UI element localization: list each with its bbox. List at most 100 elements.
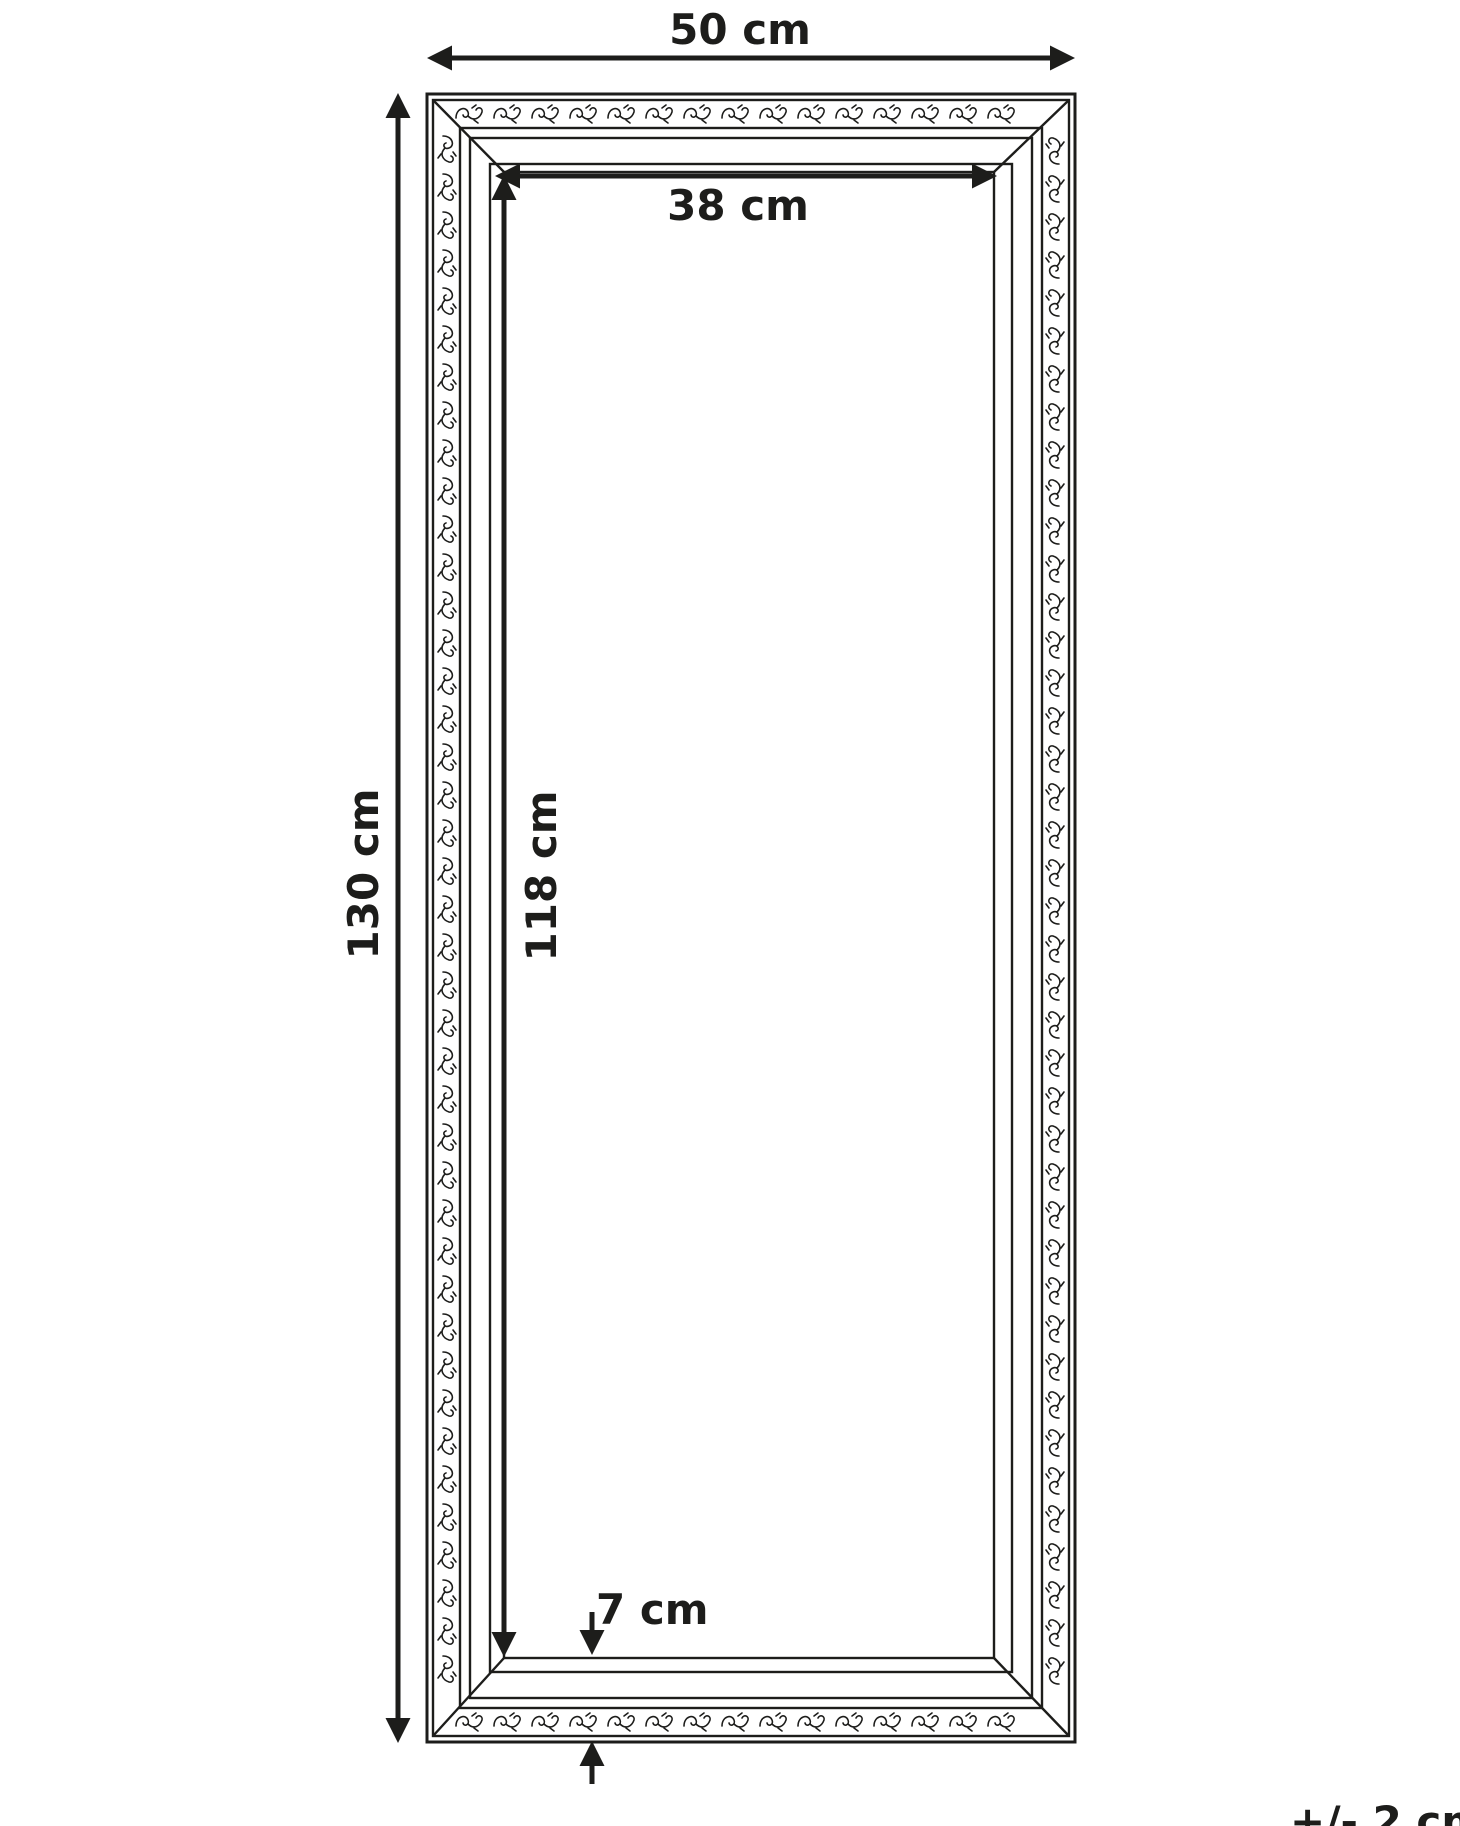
scroll-ornament [437, 1275, 457, 1303]
scroll-ornament [873, 1712, 901, 1732]
scroll-ornament [607, 104, 635, 124]
scroll-ornament [1045, 365, 1065, 393]
mitre-corner-br [993, 1657, 1070, 1737]
scroll-ornament [1045, 1087, 1065, 1115]
scroll-ornament [437, 591, 457, 619]
scroll-ornament [1045, 707, 1065, 735]
ornament-band-left [437, 135, 457, 1683]
scroll-ornament [437, 705, 457, 733]
scroll-ornament [437, 1313, 457, 1341]
scroll-ornament [493, 1712, 521, 1732]
scroll-ornament [1045, 859, 1065, 887]
scroll-ornament [437, 933, 457, 961]
scroll-ornament [437, 439, 457, 467]
scroll-ornament [437, 249, 457, 277]
scroll-ornament [1045, 1239, 1065, 1267]
scroll-ornament [1045, 1467, 1065, 1495]
scroll-ornament [437, 1351, 457, 1379]
scroll-ornament [437, 135, 457, 163]
scroll-ornament [437, 1123, 457, 1151]
scroll-ornament [437, 211, 457, 239]
scroll-ornament [1045, 1505, 1065, 1533]
ornament-band-inner-edge [458, 126, 1044, 1710]
scroll-ornament [797, 104, 825, 124]
scroll-ornament [437, 1579, 457, 1607]
scroll-ornament [1045, 403, 1065, 431]
scroll-ornament [1045, 1391, 1065, 1419]
scroll-ornament [437, 287, 457, 315]
mitre-corner-tr [993, 99, 1070, 173]
scroll-ornament [1045, 137, 1065, 165]
scroll-ornament [1045, 1201, 1065, 1229]
scroll-ornament [437, 895, 457, 923]
scroll-ornament [437, 1503, 457, 1531]
scroll-ornament [1045, 1125, 1065, 1153]
frame-inner-edge [488, 162, 1014, 1674]
scroll-ornament [437, 1541, 457, 1569]
scroll-ornament [531, 1712, 559, 1732]
scroll-ornament [949, 104, 977, 124]
scroll-ornament [987, 104, 1015, 124]
scroll-ornament [949, 1712, 977, 1732]
scroll-ornament [607, 1712, 635, 1732]
scroll-ornament [1045, 213, 1065, 241]
scroll-ornament [437, 325, 457, 353]
scroll-ornament [437, 363, 457, 391]
scroll-ornament [1045, 1353, 1065, 1381]
scroll-ornament [569, 104, 597, 124]
frame-edge-2 [431, 98, 1071, 1738]
scroll-ornament [1045, 1619, 1065, 1647]
scroll-ornament [437, 781, 457, 809]
scroll-ornament [1045, 1581, 1065, 1609]
scroll-ornament [911, 1712, 939, 1732]
scroll-ornament [569, 1712, 597, 1732]
scroll-ornament [437, 1465, 457, 1493]
scroll-ornament [1045, 593, 1065, 621]
scroll-ornament [1045, 1429, 1065, 1457]
scroll-ornament [797, 1712, 825, 1732]
ornament-band-top [455, 104, 1015, 124]
scroll-ornament [1045, 1011, 1065, 1039]
scroll-ornament [1045, 745, 1065, 773]
scroll-ornament [437, 1655, 457, 1683]
outer-height-label: 130 cm [339, 789, 388, 960]
scroll-ornament [437, 857, 457, 885]
scroll-ornament [455, 104, 483, 124]
scroll-ornament [1045, 1277, 1065, 1305]
scroll-ornament [437, 1237, 457, 1265]
scroll-ornament [1045, 1163, 1065, 1191]
scroll-ornament [437, 1161, 457, 1189]
frame-depth-label: 7 cm [596, 1585, 709, 1634]
scroll-ornament [1045, 1315, 1065, 1343]
scroll-ornament [1045, 555, 1065, 583]
scroll-ornament [1045, 175, 1065, 203]
scroll-ornament [1045, 897, 1065, 925]
scroll-ornament [531, 104, 559, 124]
scroll-ornament [437, 401, 457, 429]
scroll-ornament [437, 629, 457, 657]
tolerance-note: +/- 2 cm [1290, 1797, 1460, 1826]
scroll-ornament [1045, 327, 1065, 355]
scroll-ornament [437, 971, 457, 999]
scroll-ornament [759, 104, 787, 124]
scroll-ornament [437, 743, 457, 771]
scroll-ornament [437, 1047, 457, 1075]
mirror-glass [502, 170, 996, 1660]
scroll-ornament [1045, 1543, 1065, 1571]
scroll-ornament [455, 1712, 483, 1732]
scroll-ornament [835, 1712, 863, 1732]
scroll-ornament [437, 515, 457, 543]
frame-bevel-edge [468, 136, 1034, 1700]
scroll-ornament [1045, 289, 1065, 317]
scroll-ornament [493, 104, 521, 124]
scroll-ornament [437, 1427, 457, 1455]
scroll-ornament [645, 1712, 673, 1732]
outer-width-label: 50 cm [669, 5, 811, 54]
scroll-ornament [437, 1199, 457, 1227]
scroll-ornament [437, 1085, 457, 1113]
scroll-ornament [1045, 973, 1065, 1001]
scroll-ornament [1045, 517, 1065, 545]
inner-width-label: 38 cm [667, 181, 809, 230]
scroll-ornament [437, 667, 457, 695]
ornament-band-bottom [455, 1712, 1015, 1732]
